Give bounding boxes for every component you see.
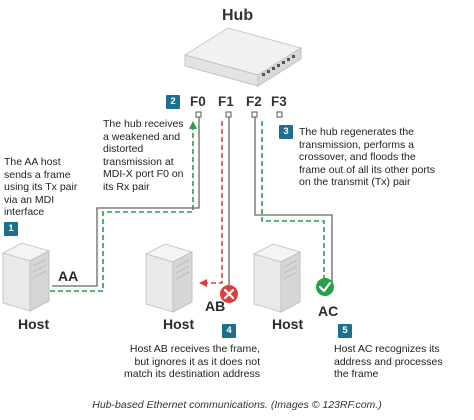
step-2-badge: 2	[166, 95, 180, 109]
host-ab-port-label: AB	[205, 298, 226, 314]
port-label-f0: F0	[190, 94, 206, 109]
flood-path-to-ab	[206, 121, 223, 284]
host-ab-tower	[144, 243, 194, 313]
host-ab-label: Host	[163, 316, 195, 332]
hub-device	[183, 27, 303, 87]
step-1-badge: 1	[4, 222, 18, 236]
step-5-badge: 5	[338, 324, 352, 338]
flood-path-to-ac	[261, 121, 325, 283]
port-connectors	[195, 111, 283, 118]
accept-check-icon	[316, 278, 334, 296]
arrow-up-f0-icon	[189, 121, 197, 129]
host-aa-label: Host	[18, 316, 50, 332]
port-label-f2: F2	[246, 94, 262, 109]
cables	[52, 117, 333, 292]
host-aa-port-label: AA	[58, 268, 79, 284]
step-4-text: Host AB receives the frame,but ignores i…	[124, 343, 260, 380]
reject-x-icon	[220, 285, 238, 303]
port-label-f1: F1	[218, 94, 234, 109]
hub-title: Hub	[222, 7, 254, 24]
port-label-f3: F3	[271, 94, 287, 109]
step-3-badge: 3	[279, 125, 293, 139]
step-4-badge: 4	[222, 324, 236, 338]
host-aa-tower	[1, 242, 51, 312]
figure-caption: Hub-based Ethernet communications. (Imag…	[92, 399, 382, 411]
host-ac-tower	[252, 243, 302, 313]
arrow-left-ab-icon	[199, 279, 207, 287]
host-ac-port-label: AC	[318, 303, 339, 319]
host-ac-label: Host	[272, 316, 304, 332]
tx-path-aa-to-f0	[50, 128, 194, 292]
